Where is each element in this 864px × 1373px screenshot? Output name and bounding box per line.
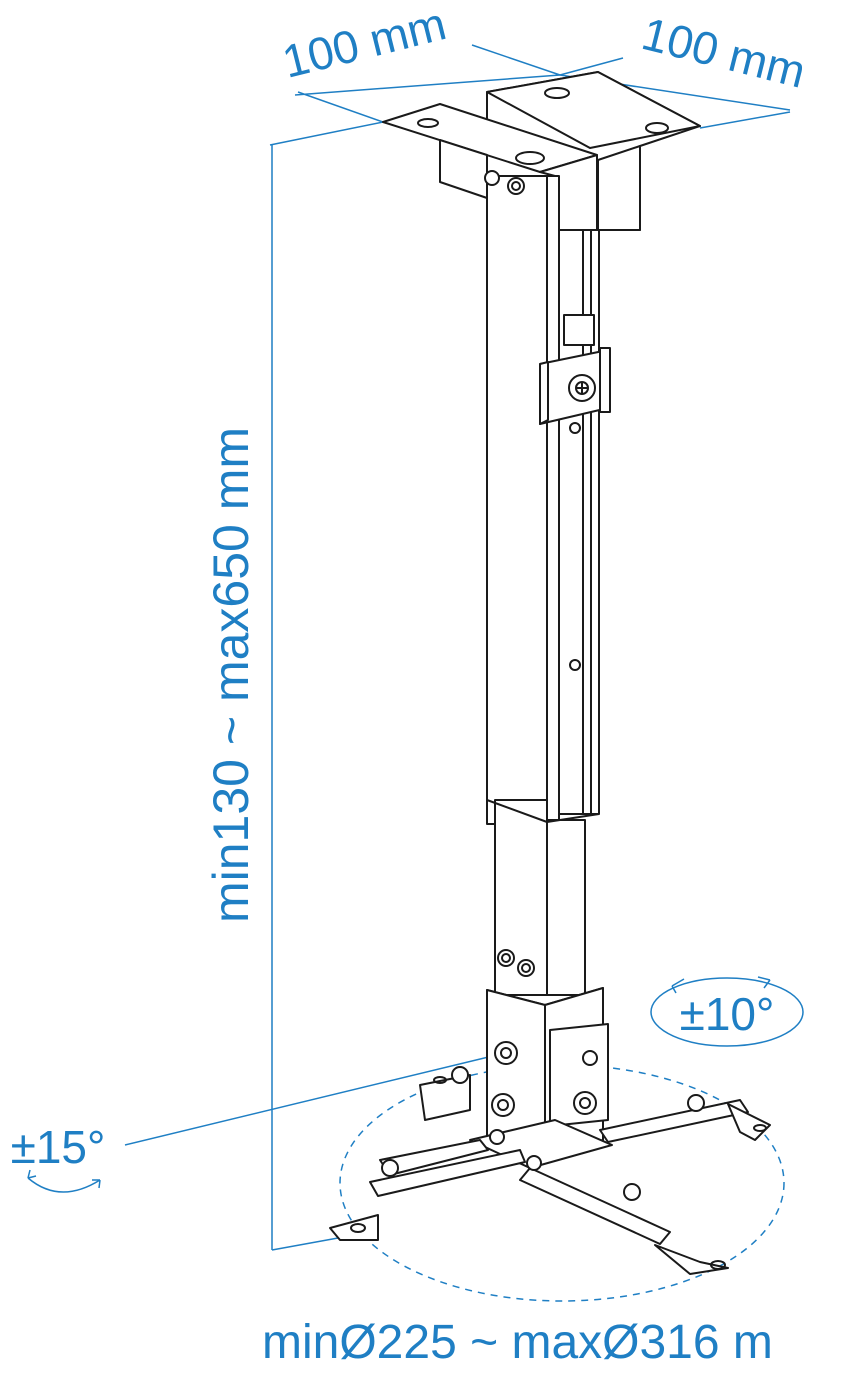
screw-icon [526, 1155, 542, 1171]
dim-line-left-width [294, 74, 561, 96]
swivel-label: ±10° [680, 988, 775, 1040]
screw-icon [687, 1094, 705, 1112]
adjust-hole [569, 659, 581, 671]
dim-extension-center-right [559, 57, 624, 76]
upper-column [484, 170, 600, 825]
width-left-label: 100 mm [277, 0, 451, 88]
bolt-icon [517, 959, 535, 977]
screw-icon [489, 1129, 505, 1145]
swivel-arrow-right [757, 976, 771, 989]
foot-hole [710, 1260, 726, 1270]
arm-rear-right [599, 1099, 749, 1143]
foot-front-left [329, 1214, 379, 1241]
ceiling-plate-slot [515, 151, 545, 165]
screw-icon [381, 1159, 399, 1177]
bolt-icon [507, 177, 525, 195]
height-clamp [539, 347, 611, 434]
lower-column [486, 799, 600, 996]
ceiling-plate-hole [417, 118, 439, 128]
diameter-label: minØ225 ~ maxØ316 m [262, 1316, 773, 1368]
foot-front-right [654, 1244, 729, 1275]
swivel-arrow-left [671, 978, 685, 994]
width-right-label: 100 mm [637, 7, 811, 98]
arm-front-right [519, 1167, 671, 1245]
tilt-arc-arrow-left [27, 1169, 37, 1179]
dim-height-top-tick [269, 121, 384, 146]
screw-icon [451, 1066, 469, 1084]
screw-icon [623, 1183, 641, 1201]
foot-hole [350, 1223, 366, 1233]
dim-extension-right [699, 111, 791, 129]
height-label: min130 ~ max650 mm [203, 427, 259, 923]
spider-base [329, 1066, 771, 1275]
tilt-leader-line [124, 1052, 506, 1146]
tilt-pivot-icon [494, 1041, 518, 1065]
tilt-head [486, 987, 609, 1156]
bolt-icon [484, 170, 500, 186]
tilt-knob-icon [491, 1093, 515, 1117]
mount-line-art [329, 71, 771, 1275]
foot-hole [753, 1124, 767, 1132]
foot-rear-right [727, 1103, 771, 1141]
foot-hole [433, 1076, 447, 1084]
ceiling-plate-hole [645, 122, 669, 134]
swivel-ellipse [650, 977, 804, 1047]
arm-front-left [369, 1149, 526, 1197]
dim-height-bottom-tick [271, 1237, 339, 1251]
bolt-icon [569, 422, 581, 434]
bolt-icon [497, 949, 515, 967]
tilt-arc [27, 1177, 101, 1193]
ceiling-plate-hole [544, 87, 570, 99]
tilt-arc-arrow-right [92, 1179, 101, 1189]
tilt-label: ±15° [11, 1121, 106, 1173]
dim-extension-left [297, 91, 384, 123]
tilt-knob-icon [573, 1091, 597, 1115]
dim-extension-center [471, 44, 561, 76]
bolt-icon [582, 1050, 598, 1066]
